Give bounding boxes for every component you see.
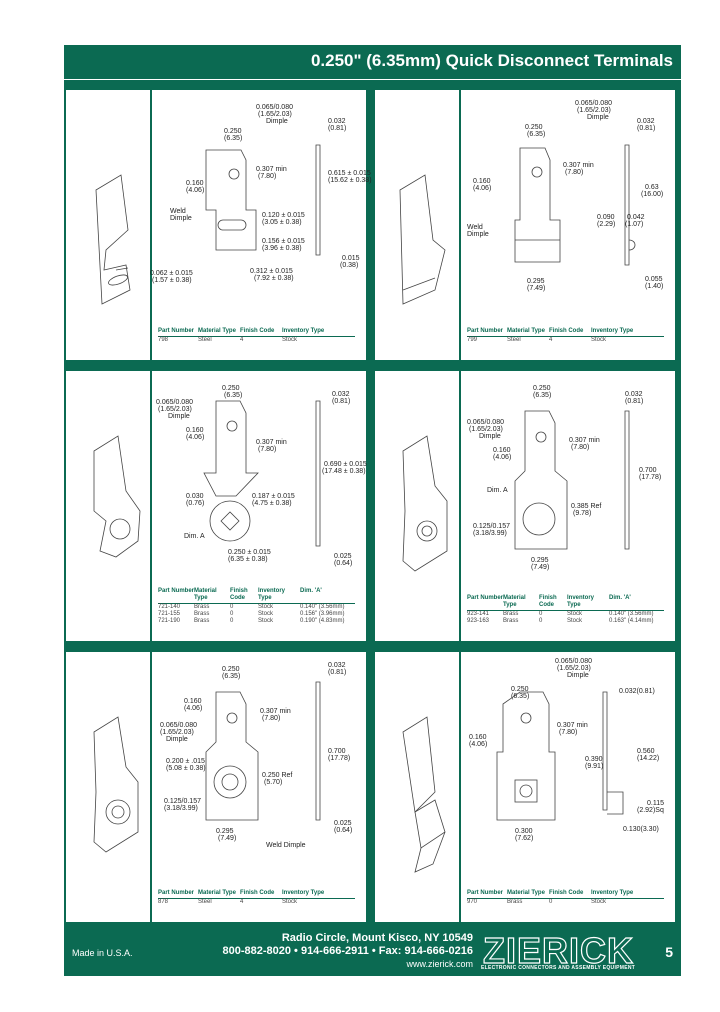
address: Radio Circle, Mount Kisco, NY 10549: [281, 932, 473, 944]
table-row: 923-141 Brass 0 Stock 0.140" (3.56mm): [467, 611, 654, 617]
spec-table: Part Number Material Type Finish Code In…: [158, 588, 355, 625]
website-link[interactable]: www.zierick.com: [406, 959, 473, 969]
made-in-label: Made in U.S.A.: [72, 948, 133, 958]
terminal-illustration: [93, 400, 321, 558]
terminal-illustration: [93, 681, 321, 853]
page-footer: Made in U.S.A. Radio Circle, Mount Kisco…: [64, 929, 681, 976]
page-title: 0.250" (6.35mm) Quick Disconnect Termina…: [310, 51, 673, 70]
logo-wordmark: ZIERICK: [482, 929, 634, 971]
table-row: 878 Steel 4 Stock: [158, 899, 298, 905]
product-panel-721: 0.250 (6.35) 0.032 (0.81) 0.065/0.080 (1…: [66, 371, 367, 641]
terminal-illustration: [95, 144, 321, 305]
page-header: 0.250" (6.35mm) Quick Disconnect Termina…: [64, 45, 681, 79]
terminal-illustration: [402, 691, 624, 873]
spec-table: Part Number Material Type Finish Code In…: [158, 890, 355, 906]
spec-table: Part Number Material Type Finish Code In…: [467, 595, 664, 625]
phone-numbers: 800-882-8020 • 914-666-2911 • Fax: 914-6…: [222, 945, 473, 957]
spec-table: Part Number Material Type Finish Code In…: [467, 328, 664, 344]
product-panel-798: 0.065/0.080 (1.65/2.03) Dimple 0.032 (0.…: [66, 90, 372, 360]
terminal-illustration: [402, 410, 630, 572]
spec-table: Part Number Material Type Finish Code In…: [467, 890, 664, 906]
product-panel-878: 0.250 (6.35) 0.032 (0.81) 0.160 (4.06) 0…: [66, 652, 366, 922]
product-panel-970: 0.065/0.080 (1.65/2.03) Dimple 0.250 (6.…: [375, 652, 675, 922]
table-row: 721-140 Brass 0 Stock 0.140" (3.56mm): [158, 604, 345, 610]
zierick-logo: ZIERICK ELECTRONIC CONNECTORS AND ASSEMB…: [477, 929, 702, 974]
page-number: 5: [665, 944, 673, 960]
contact-block: Radio Circle, Mount Kisco, NY 10549 800-…: [222, 932, 473, 971]
product-panel-923: 0.250 (6.35) 0.032 (0.81) 0.065/0.080 (1…: [375, 371, 675, 641]
table-row: 721-190 Brass 0 Stock 0.190" (4.83mm): [158, 618, 345, 624]
table-row: 970 Brass 0 Stock: [467, 899, 607, 905]
product-panel-799: 0.065/0.080 (1.65/2.03) Dimple 0.032 (0.…: [375, 90, 675, 360]
table-row: 799 Steel 4 Stock: [467, 337, 607, 343]
table-row: 923-163 Brass 0 Stock 0.163" (4.14mm): [467, 618, 654, 624]
spec-table: Part Number Material Type Finish Code In…: [158, 328, 355, 344]
table-row: 721-155 Brass 0 Stock 0.156" (3.96mm): [158, 611, 345, 617]
table-row: 798 Steel 4 Stock: [158, 337, 298, 343]
terminal-illustration: [399, 144, 636, 305]
logo-tagline: ELECTRONIC CONNECTORS AND ASSEMBLY EQUIP…: [481, 965, 636, 971]
